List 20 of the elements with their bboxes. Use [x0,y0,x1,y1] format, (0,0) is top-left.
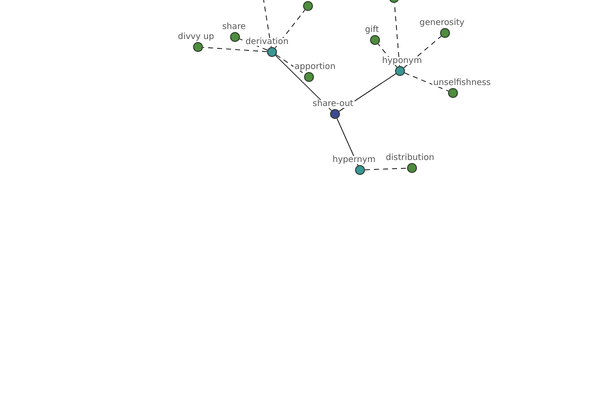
node-label: generosity [418,18,466,27]
node-label: gift [364,26,380,34]
node-circle [303,1,313,11]
node-label: derivation [244,38,290,46]
node-label: apportion [294,62,336,71]
node-label: hyponym [381,56,423,65]
dashed-line [276,54,306,75]
dashed-line [202,46,268,52]
dashed-line [403,36,442,68]
dashed-line [378,44,398,68]
dashed-line [364,168,408,170]
node-label: divvy up [176,32,216,41]
dashed-line [404,72,449,92]
dashed-line [262,0,272,48]
node-label: distribution [384,154,436,162]
dashed-line [274,10,306,48]
node-label: unselfishness [432,78,492,87]
node-label: hypernym [331,156,377,164]
node-label: share [221,22,247,31]
node-label: share-out [312,100,354,108]
